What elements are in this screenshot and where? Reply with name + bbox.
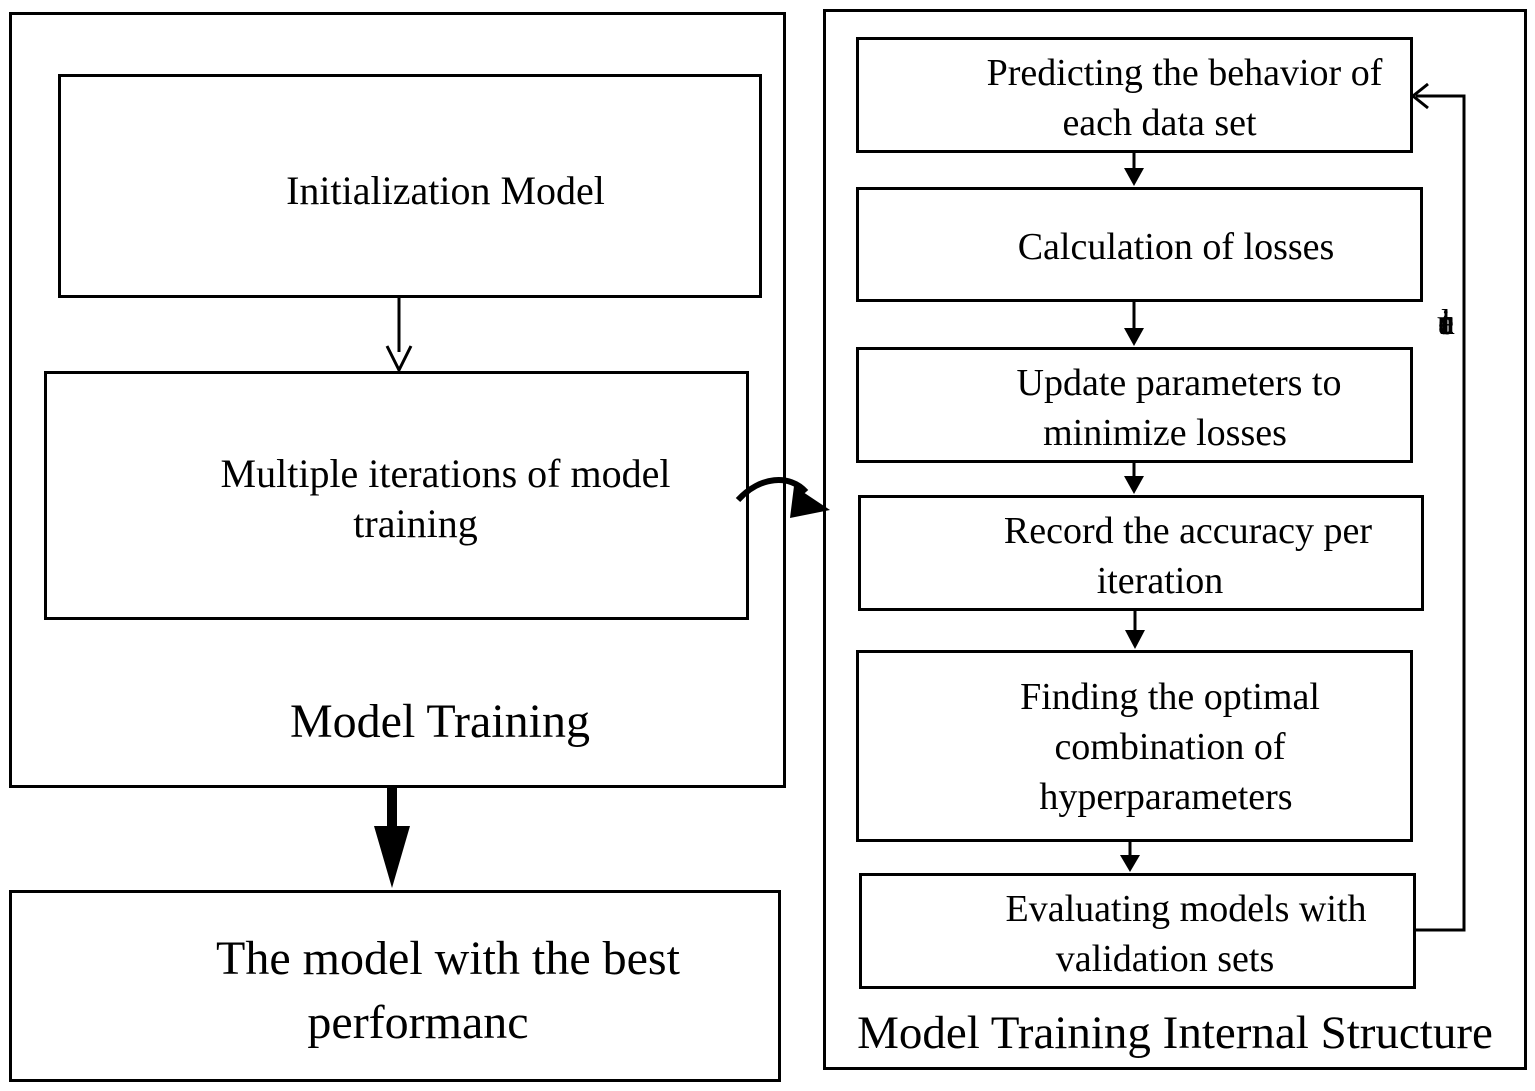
step-hyperparams-label-line2: combination of [1054,726,1286,768]
circulate-letter: e [1438,302,1454,342]
circulate-letter: i [1440,302,1451,342]
arrow-step3-to-step4 [1124,463,1144,494]
step-update-label-line1: Update parameters to [1016,362,1342,404]
step-evaluate-box [859,873,1416,989]
circulate-letter: r [1440,302,1452,342]
step-record-box [858,495,1424,611]
training-iterations-label-line1: Multiple iterations of model [220,451,671,496]
circulate-letter: t [1440,302,1451,342]
step-predict-box [856,37,1413,153]
best-model-box [9,890,781,1082]
step-hyperparams-box [856,650,1413,842]
step-losses-box [856,187,1423,302]
step-update-box [856,347,1413,463]
step-predict-label-line2: each data set [1062,102,1257,144]
initialization-model-label: Initialization Model [286,168,605,213]
step-evaluate-label-line2: validation sets [1055,938,1275,980]
arrow-step4-to-step5 [1125,611,1145,649]
step-record-label-line1: Record the accuracy per [1003,510,1373,552]
best-model-label-line1: The model with the best [216,932,680,985]
step-record-label-line2: iteration [1096,560,1224,602]
step-predict-label-line1: Predicting the behavior of [986,52,1383,94]
step-evaluate-label-line1: Evaluating models with [1005,888,1367,930]
loop-back-arrow [1410,82,1466,932]
training-iterations-label-line2: training [353,501,478,546]
arrow-init-to-iterations [385,298,413,374]
training-iterations-box [44,371,749,620]
best-model-label-line2: performanc [307,996,529,1049]
circulate-letter: c [1438,302,1454,342]
arrow-iterations-to-internal [735,477,830,518]
arrow-training-to-result [374,788,410,888]
initialization-model-box [58,74,762,298]
circulate-letter: l [1440,302,1451,342]
step-hyperparams-label-line1: Finding the optimal [1020,676,1320,718]
internal-structure-caption: Model Training Internal Structure [857,1007,1493,1059]
circulate-letter: u [1437,302,1455,342]
arrow-step1-to-step2 [1124,153,1144,186]
step-hyperparams-label-line3: hyperparameters [1039,776,1293,818]
model-training-caption: Model Training [289,695,591,748]
arrow-step5-to-step6 [1120,842,1140,872]
step-losses-label: Calculation of losses [1017,226,1335,268]
step-update-label-line2: minimize losses [1043,412,1287,454]
circulate-letter: a [1438,302,1454,342]
arrow-step2-to-step3 [1124,302,1144,346]
circulate-letter: c [1438,302,1454,342]
